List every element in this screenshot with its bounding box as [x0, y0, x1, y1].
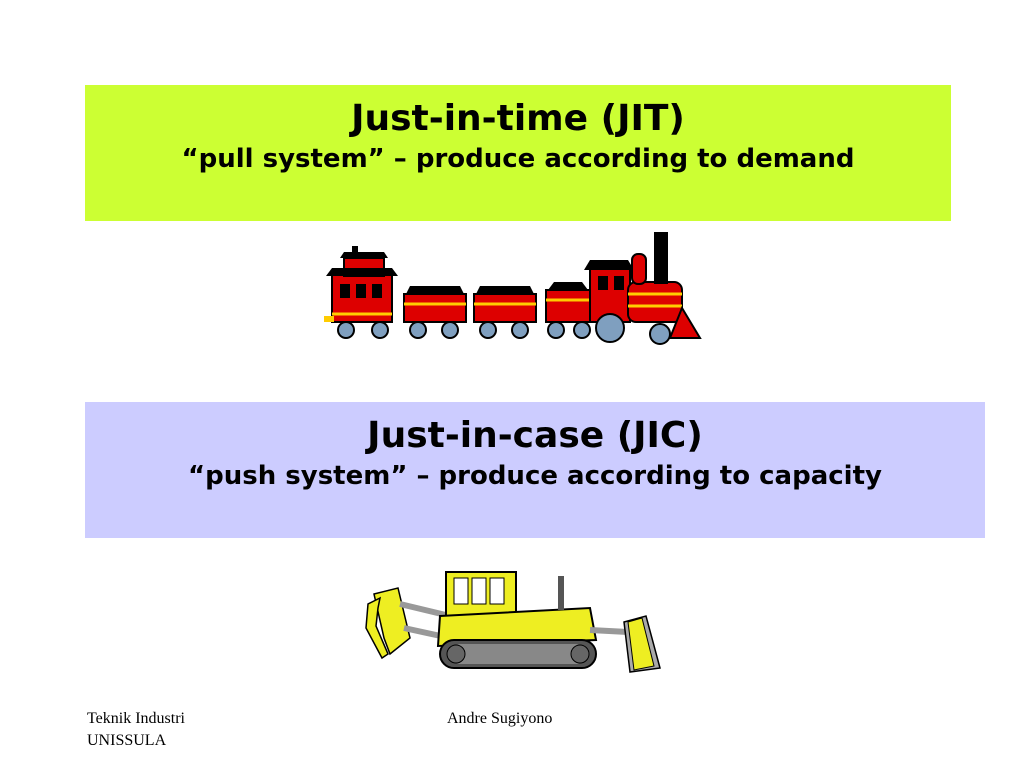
footer-author: Andre Sugiyono [447, 710, 553, 727]
bulldozer-cab [445, 571, 517, 617]
train-locomotive [584, 232, 702, 339]
bulldozer-ripper [365, 587, 451, 660]
train-tender [545, 282, 591, 323]
jic-title: Just-in-case (JIC) [367, 415, 703, 456]
footer-left: Teknik Industri UNISSULA [87, 708, 185, 752]
jit-title: Just-in-time (JIT) [351, 98, 685, 139]
bulldozer-body [436, 606, 598, 648]
footer-org-line2: UNISSULA [87, 732, 167, 749]
jit-box: Just-in-time (JIT) “pull system” – produ… [85, 85, 951, 221]
train-clipart [324, 232, 702, 345]
bulldozer-clipart [365, 571, 661, 673]
train-car-2 [473, 286, 537, 323]
bulldozer-track [439, 639, 597, 669]
jit-subtitle: “pull system” – produce according to dem… [181, 144, 855, 174]
bulldozer-blade [589, 615, 661, 673]
bulldozer-exhaust [558, 576, 564, 610]
footer-org-line1: Teknik Industri [87, 710, 185, 727]
jic-box: Just-in-case (JIC) “push system” – produ… [85, 402, 985, 538]
train-car-1 [403, 286, 467, 323]
train-wheels [337, 313, 671, 345]
train-caboose [324, 246, 398, 323]
jic-subtitle: “push system” – produce according to cap… [188, 461, 882, 491]
